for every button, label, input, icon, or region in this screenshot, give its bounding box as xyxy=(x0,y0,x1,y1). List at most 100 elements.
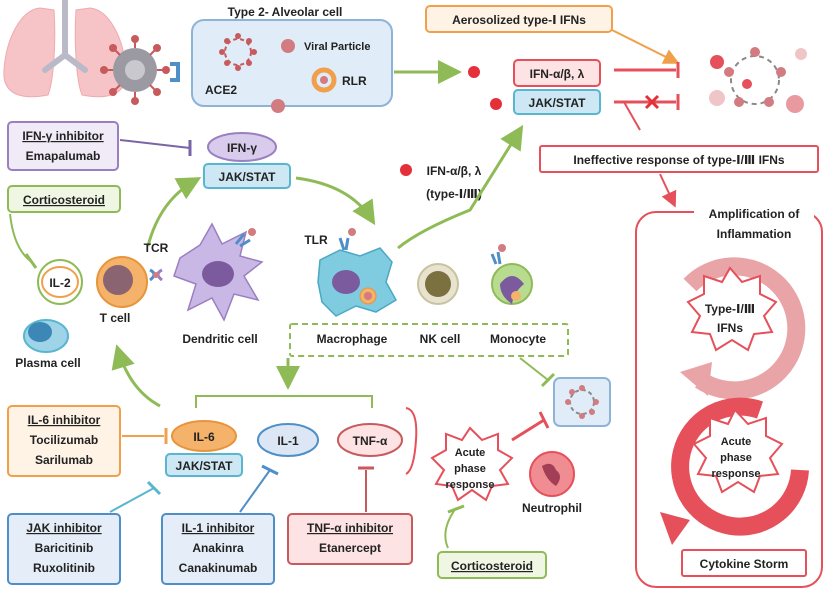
ifn-ab-lambda-box xyxy=(513,59,601,87)
acute-right-1: Acute xyxy=(721,436,752,448)
ifn-gamma-inhibitor-box xyxy=(7,121,119,171)
jak-inhibitor-drug2: Ruxolitinib xyxy=(33,561,95,575)
arrow-aerosolized xyxy=(611,29,680,64)
il2-label: IL-2 xyxy=(49,276,71,290)
arrow-to-amplification xyxy=(659,173,677,208)
acute-phase-1: Acute xyxy=(455,447,486,459)
inhibit-jak xyxy=(109,487,155,513)
il6-inhibitor-box xyxy=(7,405,121,477)
ineffective-response-label: Ineffective response of type-Ⅰ/Ⅲ IFNs xyxy=(573,153,785,167)
lungs-icon xyxy=(3,0,127,98)
acute-phase-3: response xyxy=(446,479,495,491)
ifn-molecule-icon xyxy=(400,66,502,176)
virus-icon xyxy=(100,35,170,105)
ifn-gamma-inhibitor-title: IFN-γ inhibitor xyxy=(22,129,104,143)
inhibit-innate-to-virus xyxy=(519,357,549,381)
rlr-icon xyxy=(311,67,337,93)
type-ifn-burst-label-1: Type-Ⅰ/Ⅲ xyxy=(705,302,755,316)
aerosolized-ifn-box xyxy=(425,5,613,33)
il2-circle xyxy=(41,266,79,298)
ifn-released-1: IFN-α/β, λ xyxy=(427,164,482,178)
jak-inhibitor-box xyxy=(7,513,121,585)
il6-jak-stat-label: JAK/STAT xyxy=(176,459,234,473)
il1-inhibitor-title: IL-1 inhibitor xyxy=(182,521,255,535)
arrow-tcell-to-ifn-gamma xyxy=(146,177,202,247)
tnf-inhibitor-title: TNF-α inhibitor xyxy=(307,521,393,535)
acute-phase-burst-right xyxy=(692,408,784,494)
macrophage-label: Macrophage xyxy=(317,332,388,346)
cycle-arrow-lower xyxy=(671,397,809,536)
acute-right-2: phase xyxy=(720,452,752,464)
ace2-label: ACE2 xyxy=(205,83,237,97)
il6-jak-stat-box xyxy=(165,453,243,477)
tnf-label: TNF-α xyxy=(353,434,388,448)
macrophage xyxy=(317,228,398,317)
neutrophil-label: Neutrophil xyxy=(522,501,582,515)
inhibit-ifn-gamma xyxy=(119,139,191,149)
ifn-jak-stat-box xyxy=(513,89,601,115)
monocyte-label: Monocyte xyxy=(490,332,546,346)
ifn-gamma-inhibitor-drug: Emapalumab xyxy=(26,149,101,163)
il1-ligand xyxy=(257,423,319,457)
ifn-gamma-jak-stat-label: JAK/STAT xyxy=(219,170,277,184)
tcr-icon xyxy=(149,268,163,282)
virus-cluster-icon xyxy=(709,47,807,113)
ifn-jak-stat-label: JAK/STAT xyxy=(529,96,587,110)
type-ifn-burst-label-2: IFNs xyxy=(717,321,743,335)
cytokine-storm-box xyxy=(681,549,807,577)
alveolar-cell-title: Type 2- Alveolar cell xyxy=(228,5,343,19)
tnf-inhibitor-box xyxy=(287,513,413,565)
cytokine-to-acute-bracket xyxy=(405,407,418,475)
il6-inhibitor-drug2: Sarilumab xyxy=(35,453,93,467)
blocked-x-icon xyxy=(644,94,660,110)
il1-inhibitor-drug1: Anakinra xyxy=(192,541,244,555)
viral-particle-dot xyxy=(281,39,295,53)
plasma-cell-label: Plasma cell xyxy=(15,356,80,370)
tnf-inhibitor-drug1: Etanercept xyxy=(319,541,381,555)
il1-inhibitor-drug2: Canakinumab xyxy=(179,561,258,575)
inhibit-il1 xyxy=(239,469,271,513)
dendritic-cell-label: Dendritic cell xyxy=(182,332,257,346)
il1-inhibitor-box xyxy=(161,513,275,585)
ifn-ab-lambda-label: IFN-α/β, λ xyxy=(530,67,585,81)
innate-cells-group xyxy=(289,323,569,357)
jak-inhibitor-title: JAK inhibitor xyxy=(26,521,102,535)
cytokine-storm-label: Cytokine Storm xyxy=(700,557,789,571)
monocyte xyxy=(490,244,533,305)
ifn-gamma-label: IFN-γ xyxy=(227,141,257,155)
tnf-ligand xyxy=(337,423,403,457)
tcr-label: TCR xyxy=(144,241,169,255)
alveolar-cell xyxy=(191,19,393,107)
viral-particle-label: Viral Particle xyxy=(304,41,370,53)
neutrophil xyxy=(529,451,575,497)
cytokine-bracket xyxy=(195,395,373,408)
acute-phase-burst xyxy=(430,426,514,502)
corticosteroid-box-bottom xyxy=(437,551,547,579)
amplification-title-2: Inflammation xyxy=(717,227,792,241)
acute-right-3: response xyxy=(712,468,761,480)
corticosteroid-box-top xyxy=(7,185,121,213)
virus-box xyxy=(553,377,611,427)
il6-label: IL-6 xyxy=(193,430,215,444)
virus-small-icon xyxy=(565,385,599,419)
tlr-label: TLR xyxy=(304,233,328,247)
arrow-il6-to-tcell xyxy=(111,344,161,408)
corticosteroid-label-bottom: Corticosteroid xyxy=(451,559,533,573)
nk-cell-label: NK cell xyxy=(420,332,461,346)
arrow-innate-to-ifn xyxy=(397,124,524,250)
viral-particle-exit xyxy=(271,99,285,113)
corticosteroid-label-top: Corticosteroid xyxy=(23,193,105,207)
il6-inhibitor-title: IL-6 inhibitor xyxy=(28,413,101,427)
rlr-label: RLR xyxy=(342,74,367,88)
acute-phase-2: phase xyxy=(454,463,486,475)
ifn-gamma-ligand xyxy=(207,132,277,162)
jak-inhibitor-drug1: Baricitinib xyxy=(35,541,94,555)
inhibit-corticosteroid-top xyxy=(9,213,33,263)
aerosolized-ifn-label: Aerosolized type-Ⅰ IFNs xyxy=(452,13,586,27)
il1-label: IL-1 xyxy=(277,434,299,448)
ace2-receptor-icon xyxy=(170,62,180,82)
dendritic-cell xyxy=(173,222,264,322)
ineffective-response-box xyxy=(539,145,819,173)
